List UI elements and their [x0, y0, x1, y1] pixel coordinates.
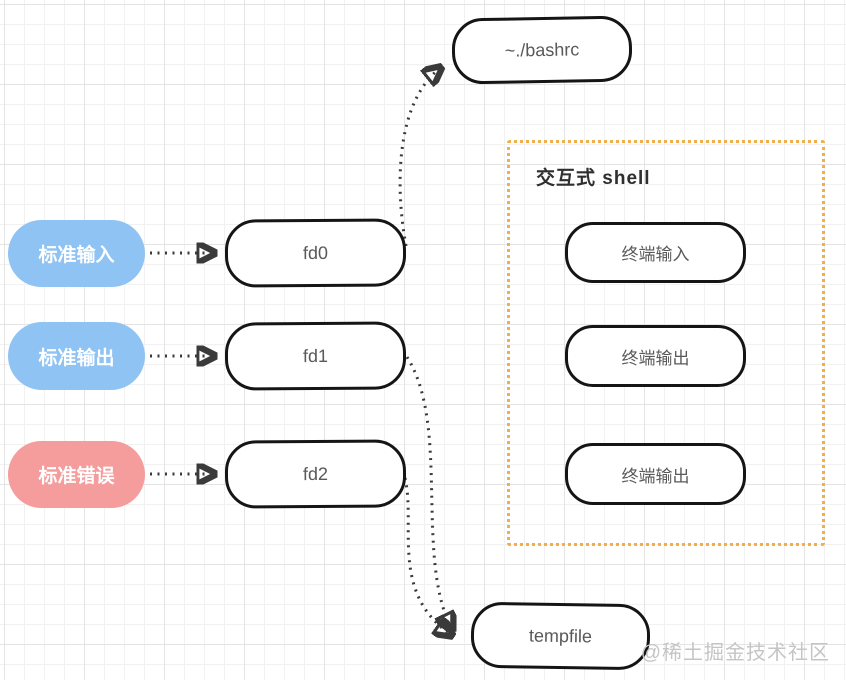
- interactive-shell-container: 交互式 shell: [507, 140, 825, 546]
- arrow-fd2-tempfile: [403, 477, 450, 634]
- node-bashrc: ~./bashrc: [451, 15, 633, 85]
- arrow-fd1-tempfile: [405, 356, 451, 628]
- node-terminal-output-1: 终端输出: [565, 325, 746, 387]
- interactive-shell-title: 交互式 shell: [536, 168, 651, 189]
- node-terminal-input: 终端输入: [565, 222, 746, 283]
- watermark: @稀土掘金技术社区: [640, 642, 830, 664]
- node-standard-output: 标准输出: [8, 322, 145, 390]
- node-standard-input: 标准输入: [8, 220, 145, 287]
- node-tempfile: tempfile: [470, 601, 651, 671]
- node-fd2: fd2: [224, 439, 407, 509]
- node-terminal-output-2: 终端输出: [565, 443, 746, 505]
- node-standard-error: 标准错误: [8, 441, 145, 508]
- node-fd1: fd1: [224, 321, 407, 391]
- node-fd0: fd0: [224, 218, 407, 288]
- arrow-fd0-bashrc: [398, 69, 439, 247]
